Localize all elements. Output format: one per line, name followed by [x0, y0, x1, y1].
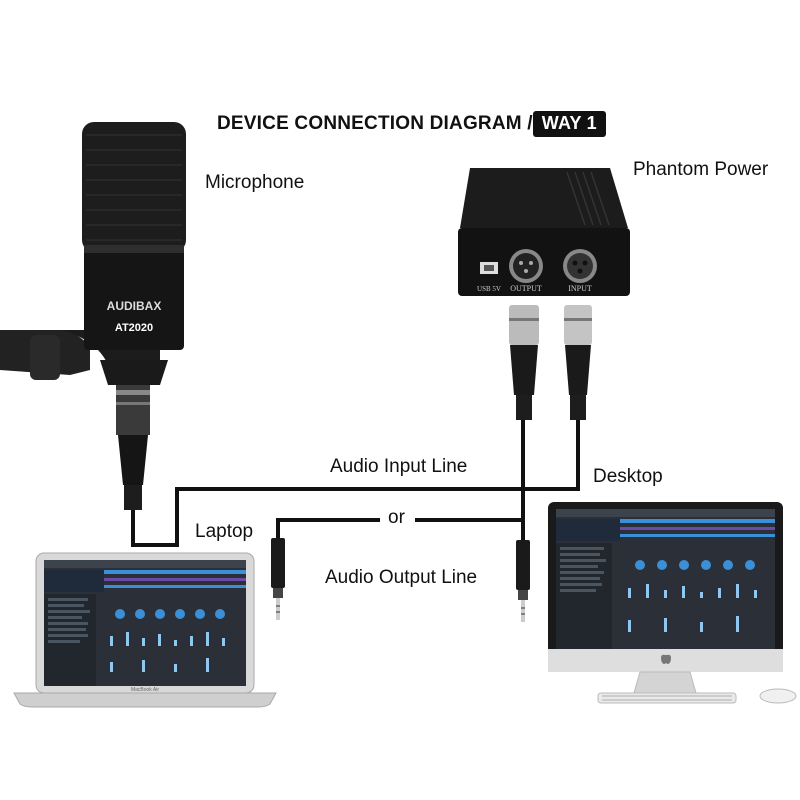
xlr-plug-female — [509, 305, 539, 420]
phantom-power-device: USB 5V OUTPUT INPUT — [458, 168, 630, 296]
port-label-usb: USB 5V — [477, 285, 501, 293]
or-label: or — [388, 507, 405, 528]
audio-input-line-label: Audio Input Line — [330, 456, 468, 477]
microphone-label: Microphone — [205, 172, 305, 193]
audio-output-cable — [276, 420, 525, 540]
title-text: DEVICE CONNECTION DIAGRAM / — [217, 113, 533, 134]
apple-logo-icon — [661, 654, 671, 664]
phantom-power-label: Phantom Power — [633, 159, 769, 180]
mic-model-text: AT2020 — [115, 322, 153, 334]
port-label-output: OUTPUT — [510, 284, 542, 293]
laptop-label: Laptop — [195, 521, 254, 542]
port-label-input: INPUT — [568, 284, 592, 293]
title-badge: WAY 1 — [532, 111, 606, 137]
laptop-device: MacBook Air — [13, 552, 277, 708]
audio-input-cable — [131, 420, 580, 547]
xlr-plug-male — [564, 305, 592, 420]
laptop-caption: MacBook Air — [131, 687, 159, 693]
audio-output-line-label: Audio Output Line — [325, 567, 478, 588]
desktop-device — [548, 502, 797, 704]
mic-brand-text: AUDIBAX — [107, 299, 162, 313]
microphone-device: AUDIBAX AT2020 — [0, 122, 186, 510]
page-title: DEVICE CONNECTION DIAGRAM / WAY 1 — [217, 111, 606, 137]
desktop-label: Desktop — [593, 466, 663, 487]
audio-jack-desktop — [516, 540, 530, 622]
audio-jack-laptop — [271, 538, 285, 620]
